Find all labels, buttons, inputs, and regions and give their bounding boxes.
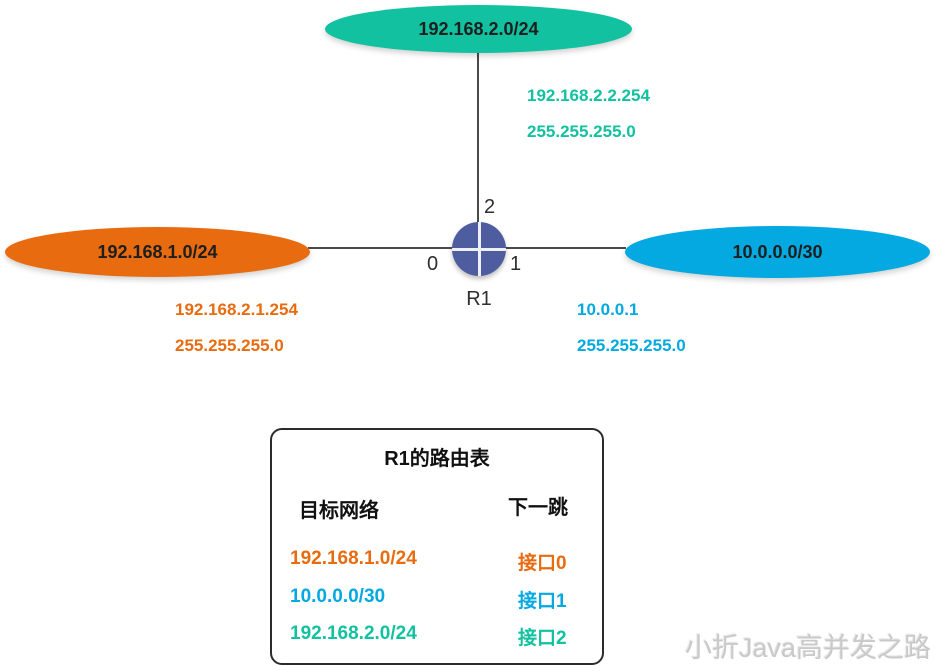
next-hop-cell: 接口2 (518, 628, 567, 649)
network-ellipse-192-168-2-0: 192.168.2.0/24 (325, 5, 632, 53)
right-interface-address-block: 10.0.0.1 255.255.255.0 (577, 300, 686, 356)
interface-ip: 192.168.2.1.254 (175, 300, 298, 319)
routing-table: R1的路由表 目标网络 下一跳 192.168.1.0/24 接口0 10.0.… (270, 428, 604, 665)
link-router-to-right-network (504, 247, 626, 249)
network-label: 192.168.1.0/24 (97, 241, 218, 262)
next-hop-cell: 接口0 (518, 553, 567, 574)
watermark-text: 小折Java高并发之路 (684, 633, 931, 663)
interface-mask: 255.255.255.0 (527, 122, 636, 141)
router-cross-horizontal (452, 247, 506, 251)
destination-network-cell: 192.168.1.0/24 (290, 548, 417, 569)
router-port-2-label: 2 (484, 196, 496, 218)
column-header-destination: 目标网络 (299, 500, 379, 522)
interface-ip: 192.168.2.2.254 (527, 86, 650, 105)
column-header-next-hop: 下一跳 (508, 497, 568, 519)
top-interface-address-block: 192.168.2.2.254 255.255.255.0 (527, 86, 650, 142)
interface-ip: 10.0.0.1 (577, 300, 639, 319)
network-ellipse-192-168-1-0: 192.168.1.0/24 (5, 227, 310, 277)
network-label: 192.168.2.0/24 (418, 18, 539, 39)
router-icon (452, 222, 506, 276)
interface-mask: 255.255.255.0 (577, 336, 686, 355)
network-label: 10.0.0.0/30 (732, 241, 823, 262)
routing-table-title: R1的路由表 (384, 448, 490, 470)
link-router-to-top-network (477, 52, 479, 225)
destination-network-cell: 192.168.2.0/24 (290, 623, 417, 644)
router-port-1-label: 1 (510, 253, 522, 275)
router-port-0-label: 0 (427, 253, 439, 275)
router-name-label: R1 (466, 288, 492, 310)
destination-network-cell: 10.0.0.0/30 (290, 586, 386, 607)
network-ellipse-10-0-0-0: 10.0.0.0/30 (625, 226, 930, 278)
left-interface-address-block: 192.168.2.1.254 255.255.255.0 (175, 300, 298, 356)
link-router-to-left-network (308, 247, 454, 249)
interface-mask: 255.255.255.0 (175, 336, 284, 355)
next-hop-cell: 接口1 (518, 591, 567, 612)
